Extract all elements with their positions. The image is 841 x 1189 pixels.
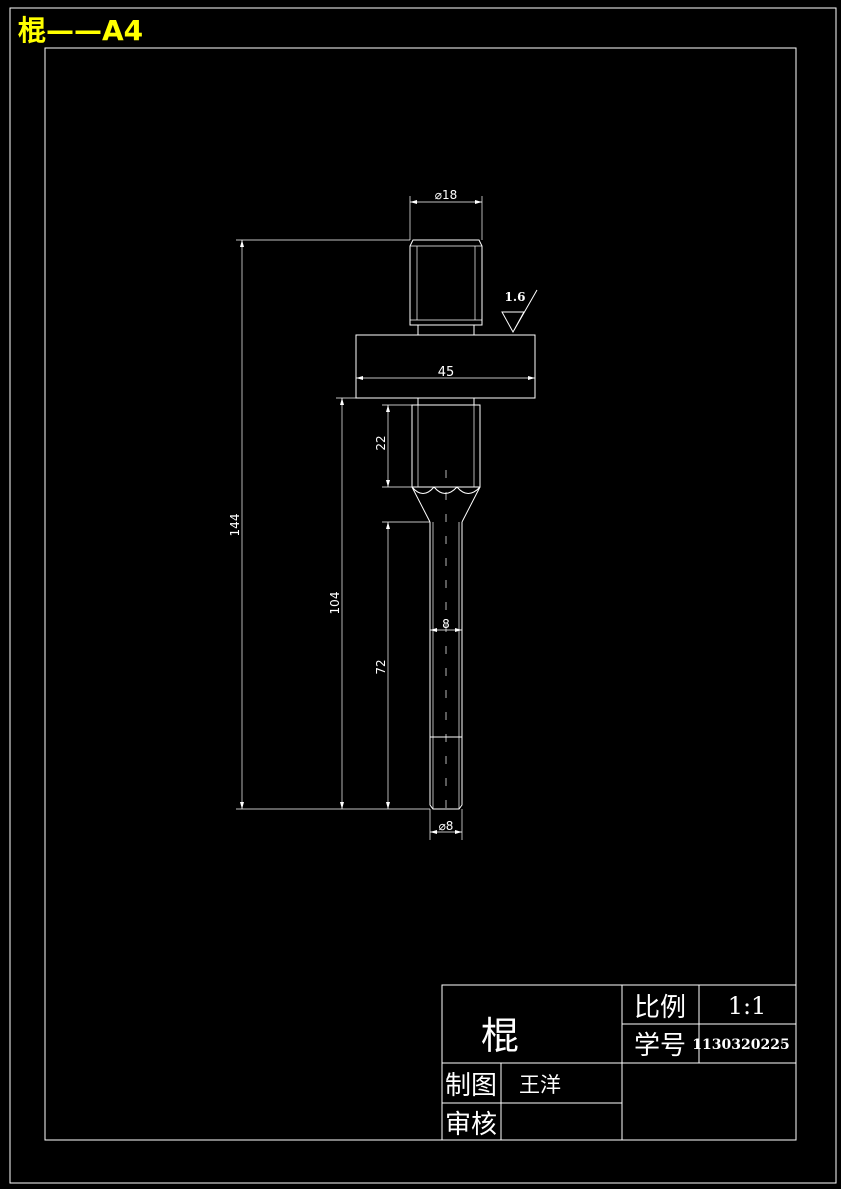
- top-diameter-label: ⌀18: [435, 188, 458, 202]
- top-cap: [409, 239, 483, 326]
- shaft-diameter-label: 8: [442, 617, 450, 631]
- scale-value: 1:1: [728, 992, 767, 1020]
- taper: [411, 486, 481, 523]
- dimension-lines: ⌀18 45 144 104 22 72 8: [228, 188, 538, 840]
- shaft: [429, 522, 463, 737]
- outer-frame: [9, 7, 837, 1184]
- scale-label: 比例: [634, 993, 686, 1023]
- total-length-label: 144: [228, 514, 242, 537]
- drawn-by: 王洋: [519, 1073, 561, 1097]
- checked-by-label: 审核: [445, 1110, 497, 1140]
- surface-finish-symbol: [501, 289, 538, 334]
- surface-finish-label: 1.6: [505, 290, 526, 304]
- upper-section-label: 22: [374, 435, 388, 450]
- title-block: 棍 比例 1:1 学号 1130320225 制图 王洋 审核: [441, 984, 797, 1141]
- threaded-end: [429, 736, 463, 810]
- drawn-by-label: 制图: [445, 1071, 497, 1101]
- part-name: 棍: [481, 1014, 519, 1058]
- student-id: 1130320225: [692, 1037, 789, 1053]
- flange-width-label: 45: [438, 365, 455, 380]
- sheet-title: 棍——A4: [18, 14, 144, 47]
- shaft-length-label: 72: [374, 659, 388, 674]
- flange: [355, 334, 536, 399]
- part-drawing: [355, 239, 536, 810]
- bottom-diameter-label: ⌀8: [439, 819, 454, 833]
- inner-frame: [44, 47, 797, 1141]
- student-id-label: 学号: [634, 1031, 686, 1061]
- lower-length-label: 104: [328, 592, 342, 615]
